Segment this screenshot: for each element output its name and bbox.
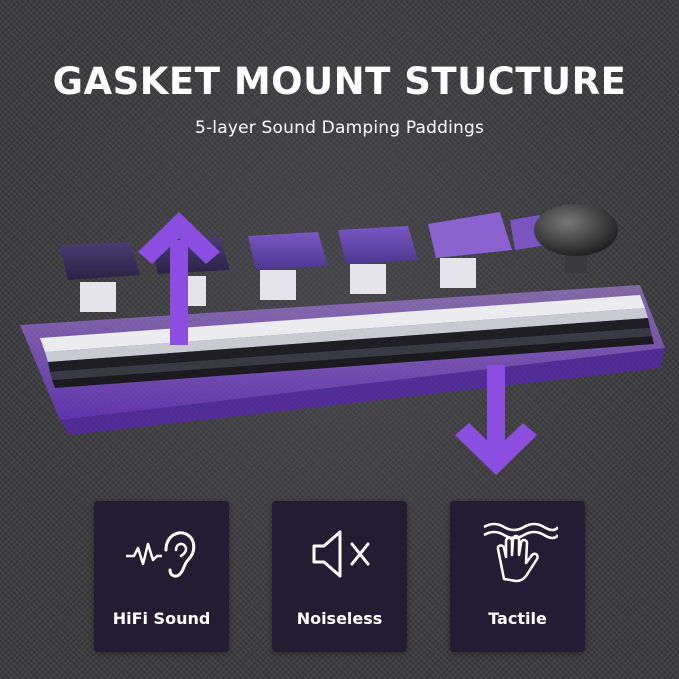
arrow-up-icon [138,212,220,345]
feature-card-tactile: Tactile [450,501,585,652]
feature-label: HiFi Sound [112,609,211,628]
ear-soundwave-icon [94,523,229,585]
feature-card-hifi-sound: HiFi Sound [94,501,229,652]
arrow-down-icon [455,365,537,475]
page-subtitle: 5-layer Sound Damping Paddings [194,118,485,138]
feature-label: Noiseless [296,609,383,628]
page-title: GASKET MOUNT STUCTURE [52,60,627,103]
rotary-knob [534,204,618,273]
keyboard-exploded-illustration [20,204,665,475]
sound-damping-layers [40,295,654,388]
feature-card-noiseless: Noiseless [272,501,407,652]
hand-touch-icon [450,522,585,585]
feature-label: Tactile [488,609,547,628]
speaker-muted-icon [272,523,407,585]
